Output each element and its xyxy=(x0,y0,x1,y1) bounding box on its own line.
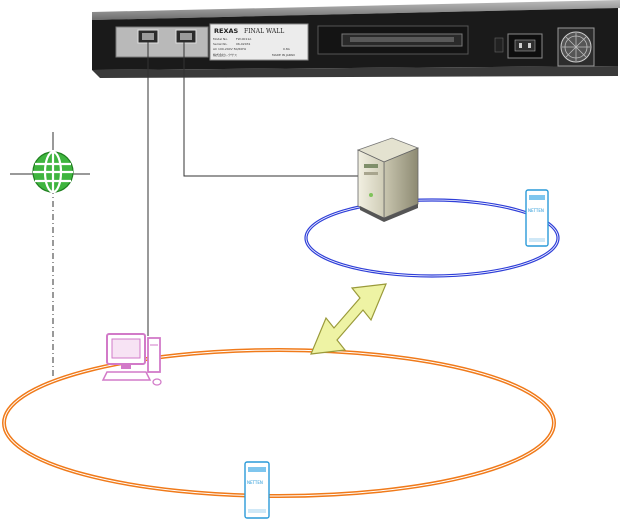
terminal-bottom-icon: NETTEN xyxy=(244,461,270,519)
label-brand: REXAS xyxy=(214,27,238,35)
admin-pc-icon xyxy=(101,333,162,386)
product-label xyxy=(209,23,309,61)
terminal-right-label: NETTEN xyxy=(528,208,544,213)
label-power-field: AC 100-240V 50/60Hz xyxy=(213,47,246,51)
label-product: FINAL WALL xyxy=(244,28,284,35)
server-led xyxy=(369,193,373,197)
serial-port-a-pins xyxy=(142,33,154,40)
label-serial-field: Serial No. xyxy=(213,42,227,46)
label-serial-value: 06-02031 xyxy=(236,42,251,46)
power-pin-left xyxy=(519,43,522,48)
appliance-bottom-edge xyxy=(92,66,618,78)
expansion-slot-connector xyxy=(350,37,454,42)
power-inlet-icon xyxy=(507,33,543,59)
firewall-appliance: REXAS FINAL WALL Model No. FW-0011A Seri… xyxy=(92,0,620,78)
power-pin-right xyxy=(528,43,531,48)
fan-guard-bar-d2 xyxy=(565,36,587,58)
server-drive-bay xyxy=(364,164,378,168)
power-switch-icon xyxy=(494,37,504,53)
dmz-network-ring xyxy=(304,198,560,278)
pc-tower xyxy=(147,337,161,373)
label-model-field: Model No. xyxy=(213,37,228,41)
pc-keyboard xyxy=(101,371,152,381)
pc-screen xyxy=(111,338,141,359)
label-origin: MADE IN JAPAN xyxy=(272,53,295,57)
cable-to-server xyxy=(183,42,358,177)
terminal-bottom-label: NETTEN xyxy=(247,480,263,485)
label-power-value: 0.8A xyxy=(283,47,291,51)
internal-network-ring-highlight xyxy=(3,349,555,497)
label-maker: 株式会社レクサス xyxy=(213,52,237,57)
terminal-right-base xyxy=(529,238,545,242)
internal-network-ring xyxy=(2,348,556,498)
label-model-value: FW-0011A xyxy=(236,37,252,41)
terminal-bottom-base xyxy=(248,509,266,513)
server-icon xyxy=(356,137,420,222)
server-drive-bay-2 xyxy=(364,172,378,175)
internet-globe xyxy=(10,132,90,194)
appliance-top-edge xyxy=(92,0,620,20)
serial-port-b-pins xyxy=(180,33,192,40)
terminal-right-slot xyxy=(529,195,545,200)
pc-mouse xyxy=(152,378,162,386)
bidirectional-arrow-icon xyxy=(310,283,387,355)
terminal-right-icon: NETTEN xyxy=(525,189,549,247)
pc-stand xyxy=(121,364,131,369)
power-inlet-socket xyxy=(514,39,536,52)
dmz-network-ring-highlight xyxy=(305,199,559,277)
cables xyxy=(52,42,358,378)
server-base xyxy=(360,204,418,222)
terminal-bottom-slot xyxy=(248,467,266,472)
